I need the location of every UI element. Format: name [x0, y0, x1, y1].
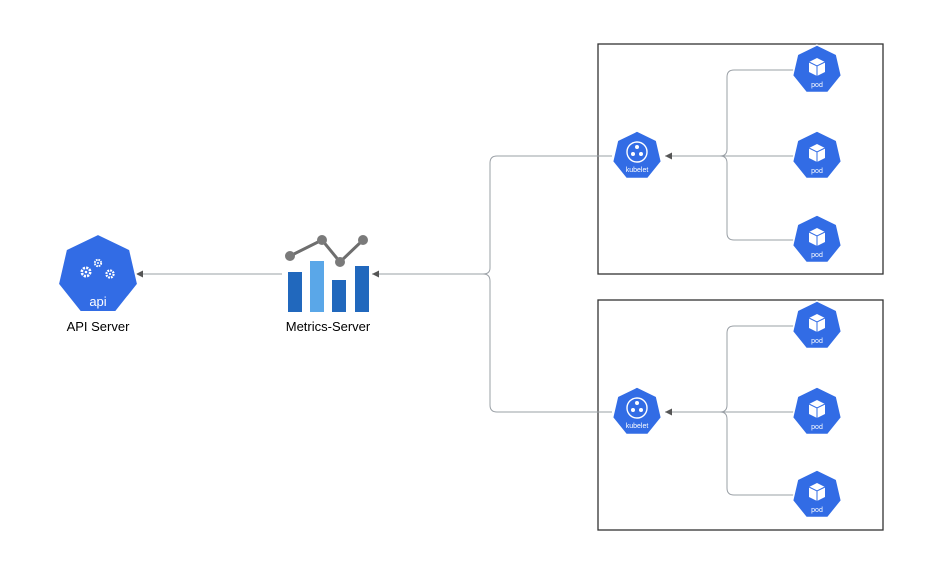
metrics-point: [358, 235, 368, 245]
metrics-server-icon: [285, 235, 369, 312]
pod-icon: pod: [791, 300, 843, 350]
metrics-trend-line: [289, 238, 365, 265]
worker-node-2-box: [597, 299, 884, 531]
kubelet-label: kubelet: [626, 167, 649, 174]
pod-label: pod: [811, 252, 823, 259]
pod-label: pod: [811, 82, 823, 89]
metrics-bar: [310, 261, 324, 312]
pod-label: pod: [811, 338, 823, 345]
metrics-point: [335, 257, 345, 267]
cube-icon: [808, 400, 826, 418]
metrics-bar: [355, 266, 369, 312]
cube-icon: [808, 228, 826, 246]
cube-icon: [808, 483, 826, 501]
kubelet-connectors: [372, 155, 612, 413]
metrics-server-label: Metrics-Server: [286, 319, 371, 334]
api-icon-text: api: [89, 294, 106, 309]
pod-connectors-node-2: [665, 325, 797, 496]
pod-connectors-node-1: [665, 69, 797, 241]
pod-label: pod: [811, 168, 823, 175]
cube-icon: [808, 144, 826, 162]
api-heptagon: [56, 232, 140, 313]
metrics-bar: [332, 280, 346, 312]
pod-icon: pod: [791, 469, 843, 519]
kubelet-inner-icon: [626, 397, 648, 419]
worker-node-1-box: [597, 43, 884, 275]
pod-icon: pod: [791, 386, 843, 436]
metrics-bar: [288, 272, 302, 312]
kubelet-label: kubelet: [626, 423, 649, 430]
pod-label: pod: [811, 507, 823, 514]
pod-icon: pod: [791, 214, 843, 264]
metrics-point: [317, 235, 327, 245]
cube-icon: [808, 314, 826, 332]
pod-icon: pod: [791, 130, 843, 180]
cube-icon: [808, 58, 826, 76]
pod-icon: pod: [791, 44, 843, 94]
kubelet-icon: kubelet: [611, 386, 663, 436]
api-server-label: API Server: [67, 319, 131, 334]
kubelet-inner-icon: [626, 141, 648, 163]
metrics-point: [285, 251, 295, 261]
api-server-icon: api: [56, 232, 140, 313]
kubelet-icon: kubelet: [611, 130, 663, 180]
pod-label: pod: [811, 424, 823, 431]
